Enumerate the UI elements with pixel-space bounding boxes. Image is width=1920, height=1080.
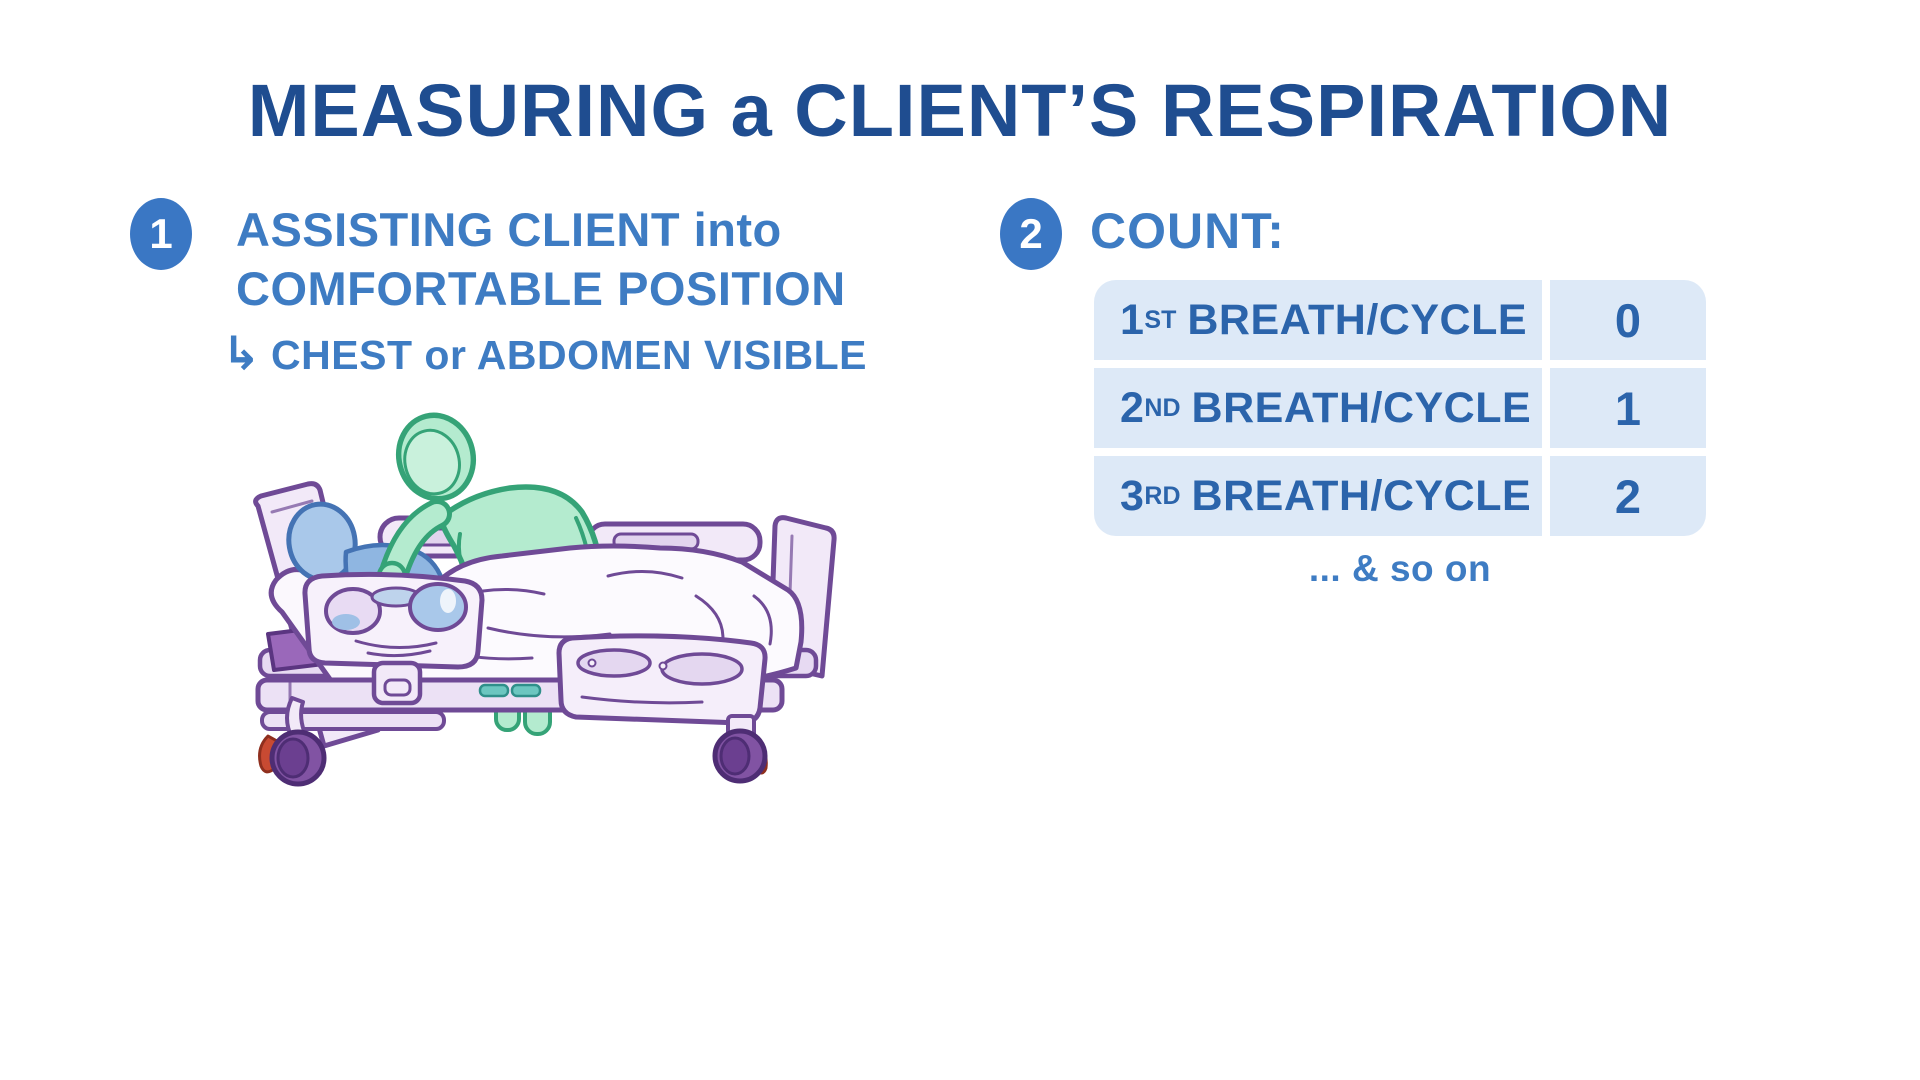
step-1-heading: ASSISTING CLIENT into COMFORTABLE POSITI… [236,200,846,318]
step-2-number: 2 [1019,210,1043,257]
step-1-badge: 1 [130,198,192,270]
step-1-note-text: CHEST or ABDOMEN VISIBLE [271,332,867,378]
ordinal: 3 [1120,471,1145,520]
step-2-heading: COUNT: [1090,203,1285,259]
label-text: BREATH/CYCLE [1191,383,1532,432]
near-foot-rail-panel [556,633,768,726]
step-2-badge: 2 [1000,198,1062,270]
hook-arrow-icon: ↳ [222,327,262,379]
bed-wheel-left [258,696,327,787]
step-1-note: ↳CHEST or ABDOMEN VISIBLE [222,326,867,380]
hospital-bed-illustration [253,412,837,787]
accent-teal-strip [510,683,542,698]
table-footnote: ... & so on [1308,548,1492,589]
ordinal-suffix: ND [1144,393,1181,422]
accent-teal-strip [478,683,510,698]
label-text: BREATH/CYCLE [1191,471,1532,520]
row-value: 2 [1550,456,1706,536]
step-1-heading-line-1: ASSISTING CLIENT into [236,203,782,256]
bed-control-latch [371,660,423,706]
ordinal: 2 [1120,383,1145,432]
step-1-heading-line-2: COMFORTABLE POSITION [236,262,846,315]
ordinal-suffix: ST [1144,305,1177,334]
row-value: 0 [1550,280,1706,360]
ordinal: 1 [1120,295,1145,344]
near-head-rail-panel [302,571,485,670]
step-1-number: 1 [149,210,173,257]
page-title: MEASURING a CLIENT’S RESPIRATION [247,69,1673,152]
caregiver-head [395,412,477,502]
ordinal-suffix: RD [1144,481,1181,510]
bed-wheel-right [712,714,768,784]
label-text: BREATH/CYCLE [1187,295,1528,344]
row-value: 1 [1550,368,1706,448]
